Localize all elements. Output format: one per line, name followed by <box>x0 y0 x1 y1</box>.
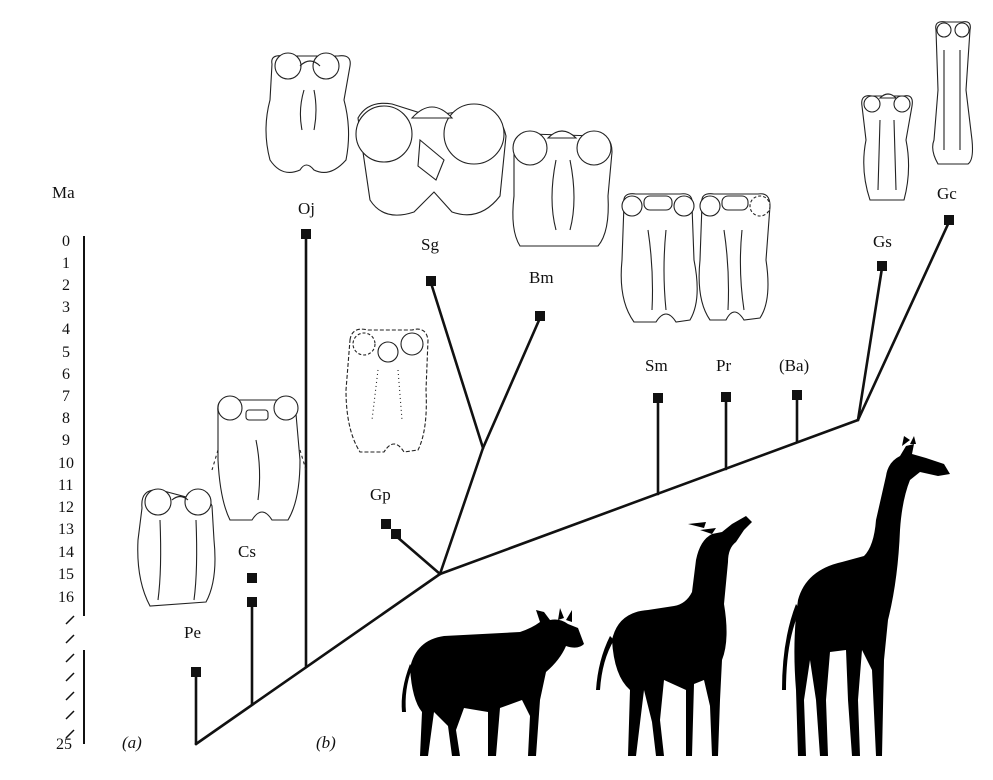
skull-drawing-icon <box>138 22 973 606</box>
branch-main <box>440 420 858 574</box>
branch-bm <box>483 318 540 448</box>
marker-pr <box>721 392 731 402</box>
branch-sivatherine <box>440 448 483 574</box>
marker-gp-1 <box>381 519 391 529</box>
marker-bm <box>535 311 545 321</box>
sivathere-silhouette-icon <box>596 516 752 756</box>
marker-gs <box>877 261 887 271</box>
branch-sg <box>431 283 483 448</box>
marker-ba <box>792 390 802 400</box>
time-axis <box>66 236 84 744</box>
branch-gc <box>858 222 949 420</box>
marker-gc <box>944 215 954 225</box>
marker-sm <box>653 393 663 403</box>
marker-gp-2 <box>391 529 401 539</box>
branch-gs <box>858 268 882 420</box>
okapi-silhouette-icon <box>402 608 584 756</box>
giraffe-silhouette-icon <box>782 436 950 756</box>
marker-cs-1 <box>247 573 257 583</box>
branch-gp <box>396 536 440 574</box>
phylogeny-tree <box>196 222 949 744</box>
marker-sg <box>426 276 436 286</box>
marker-pe <box>191 667 201 677</box>
marker-cs-2 <box>247 597 257 607</box>
branch-backbone <box>196 574 440 744</box>
marker-oj <box>301 229 311 239</box>
